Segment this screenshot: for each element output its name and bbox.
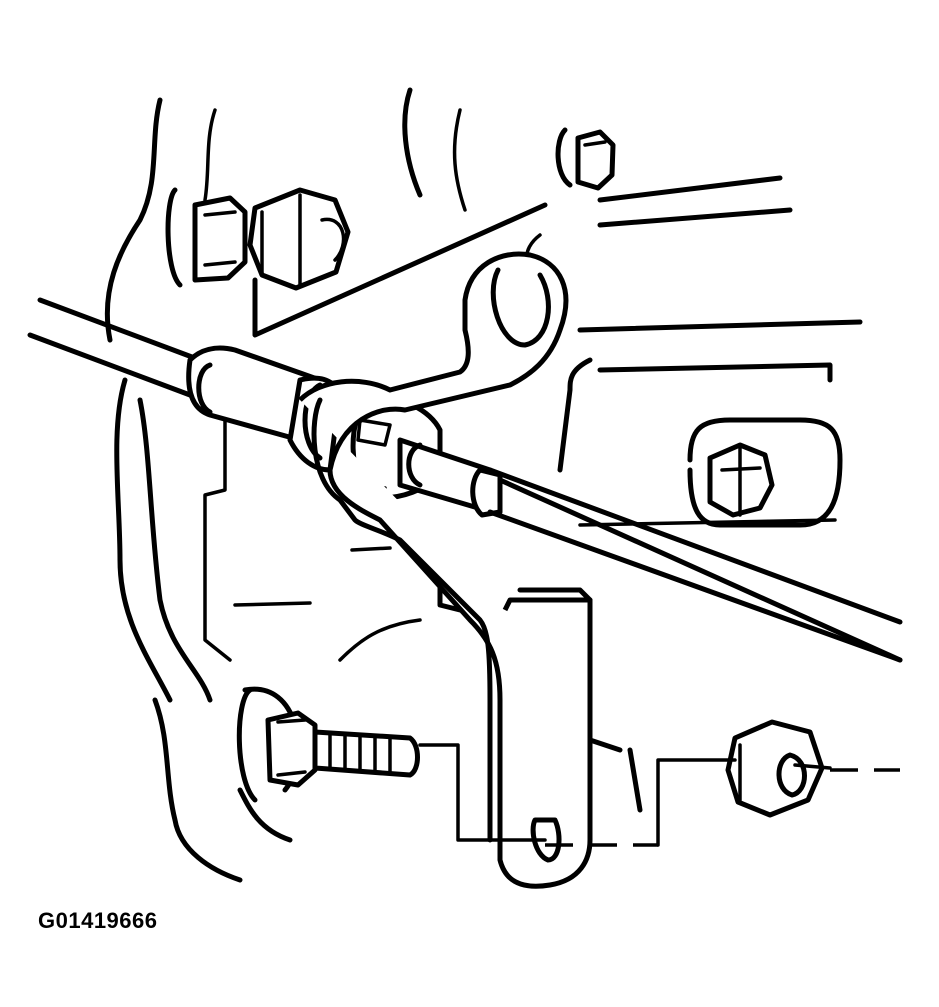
upper-right-bolt [555,127,616,191]
figure-id-label: G01419666 [38,908,158,933]
upper-left-nut [165,187,248,288]
right-side-bolt [707,442,775,518]
upper-left-bolt [247,187,351,291]
assembly-lines [418,743,900,847]
cable-bracket [298,251,593,889]
lower-bolt [236,686,420,803]
lower-right-nut [725,719,832,818]
